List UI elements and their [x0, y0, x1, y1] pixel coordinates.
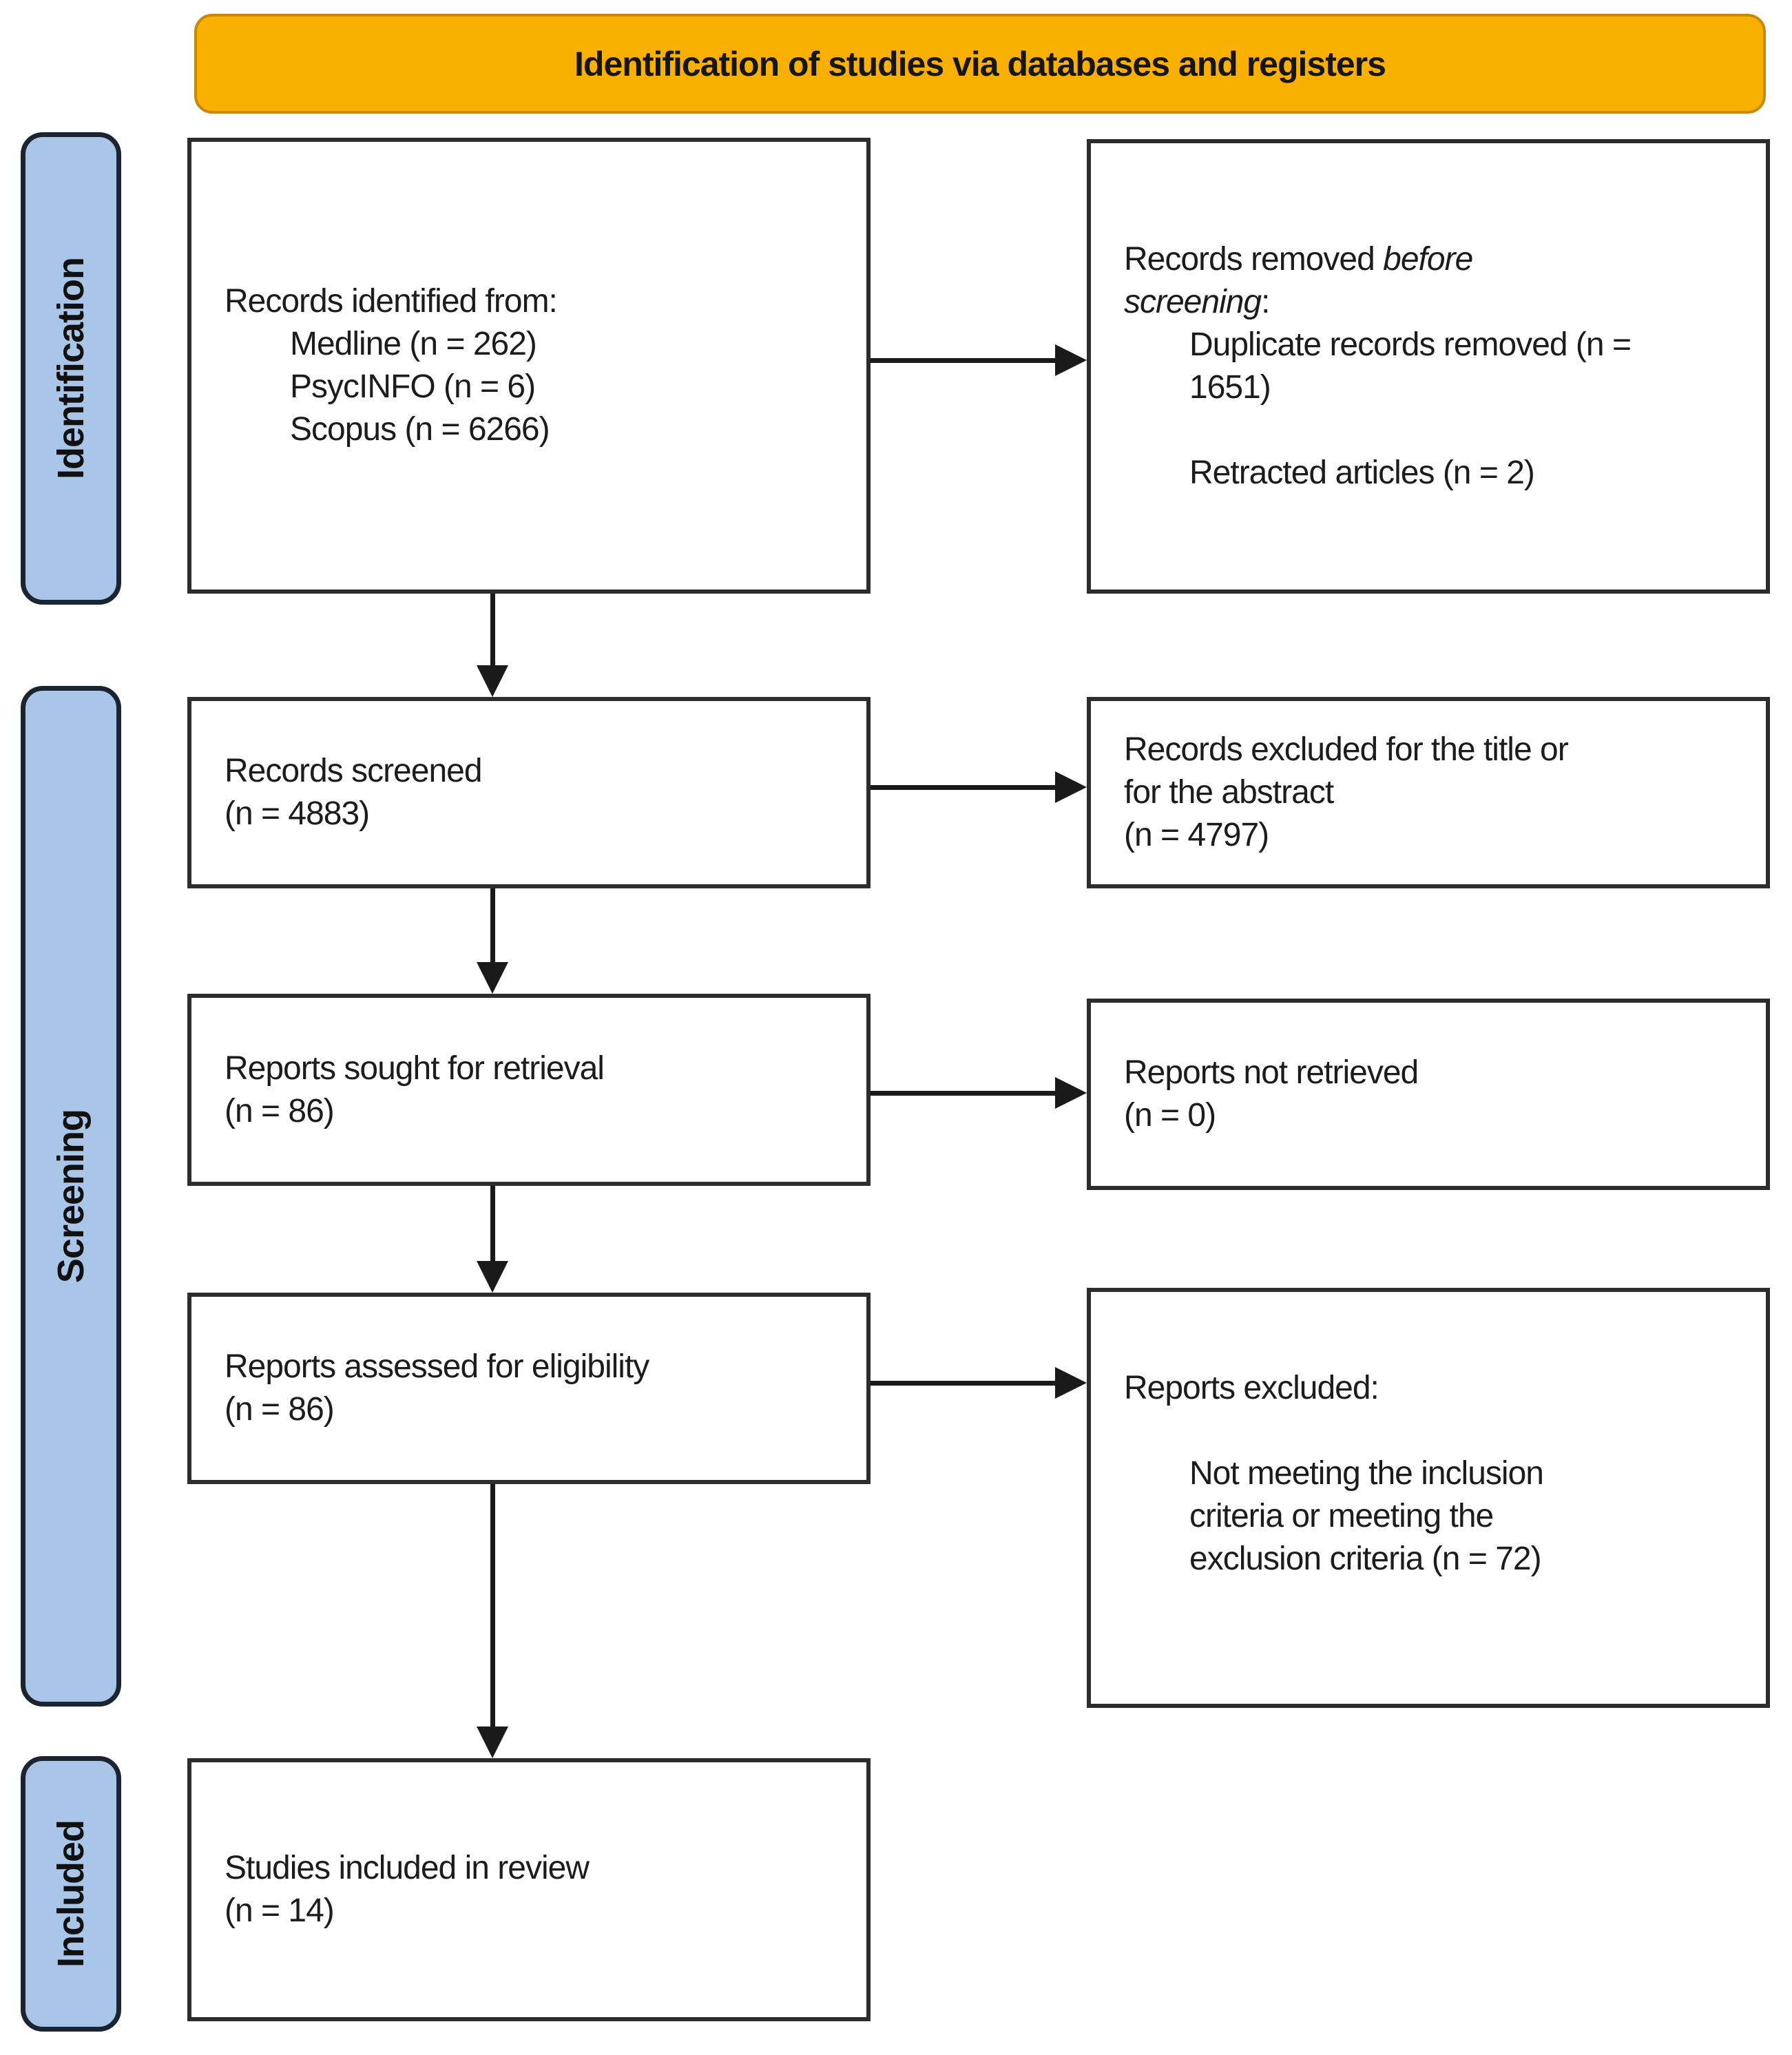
box-reports-assessed: Reports assessed for eligibility (n = 86…	[187, 1293, 871, 1484]
studies-included-count: (n = 14)	[225, 1892, 335, 1929]
records-removed-item: Duplicate records removed (n = 1651)	[1189, 326, 1632, 406]
records-screened-count: (n = 4883)	[225, 795, 370, 832]
title-text: Identification of studies via databases …	[574, 44, 1386, 83]
records-excluded-line: Records excluded for the title or	[1124, 731, 1569, 768]
box-reports-not-retrieved: Reports not retrieved (n = 0)	[1087, 999, 1770, 1190]
reports-assessed-count: (n = 86)	[225, 1391, 335, 1428]
box-reports-sought: Reports sought for retrieval (n = 86)	[187, 994, 871, 1186]
records-removed-heading-pre: Records removed	[1124, 241, 1384, 278]
box-reports-excluded: Reports excluded: Not meeting the inclus…	[1087, 1288, 1770, 1708]
stage-label-screening: Screening	[21, 686, 121, 1707]
reports-excluded-heading: Reports excluded:	[1124, 1370, 1379, 1406]
records-removed-heading: Records removed before screening:	[1124, 238, 1510, 324]
reports-sought-count: (n = 86)	[225, 1092, 335, 1129]
records-excluded-count: (n = 4797)	[1124, 817, 1269, 853]
box-studies-included: Studies included in review (n = 14)	[187, 1758, 871, 2021]
box-records-screened: Records screened (n = 4883)	[187, 697, 871, 888]
records-identified-heading: Records identified from:	[225, 283, 558, 320]
stage-label-identification-text: Identification	[50, 258, 92, 479]
stage-label-identification: Identification	[21, 132, 121, 605]
records-identified-item: Medline (n = 262)	[290, 326, 537, 362]
records-screened-line: Records screened	[225, 753, 483, 789]
records-removed-heading-post: :	[1261, 284, 1270, 320]
records-identified-item: Scopus (n = 6266)	[290, 411, 550, 448]
reports-excluded-item: Not meeting the inclusion criteria or me…	[1189, 1455, 1544, 1577]
records-removed-heading-italic: before screening	[1124, 241, 1473, 320]
box-records-identified: Records identified from: Medline (n = 26…	[187, 138, 871, 594]
records-identified-item: PsycINFO (n = 6)	[290, 368, 536, 405]
title-banner: Identification of studies via databases …	[194, 14, 1766, 114]
records-excluded-line: for the abstract	[1124, 774, 1334, 811]
box-records-excluded: Records excluded for the title or for th…	[1087, 697, 1770, 888]
reports-assessed-line: Reports assessed for eligibility	[225, 1348, 649, 1385]
studies-included-line: Studies included in review	[225, 1850, 590, 1886]
stage-label-included-text: Included	[50, 1819, 92, 1968]
stage-label-included: Included	[21, 1756, 121, 2032]
reports-not-retrieved-count: (n = 0)	[1124, 1097, 1216, 1134]
records-removed-item: Retracted articles (n = 2)	[1189, 455, 1535, 491]
stage-label-screening-text: Screening	[50, 1109, 92, 1284]
reports-not-retrieved-line: Reports not retrieved	[1124, 1054, 1419, 1091]
reports-sought-line: Reports sought for retrieval	[225, 1050, 605, 1087]
box-records-removed: Records removed before screening: Duplic…	[1087, 139, 1770, 594]
